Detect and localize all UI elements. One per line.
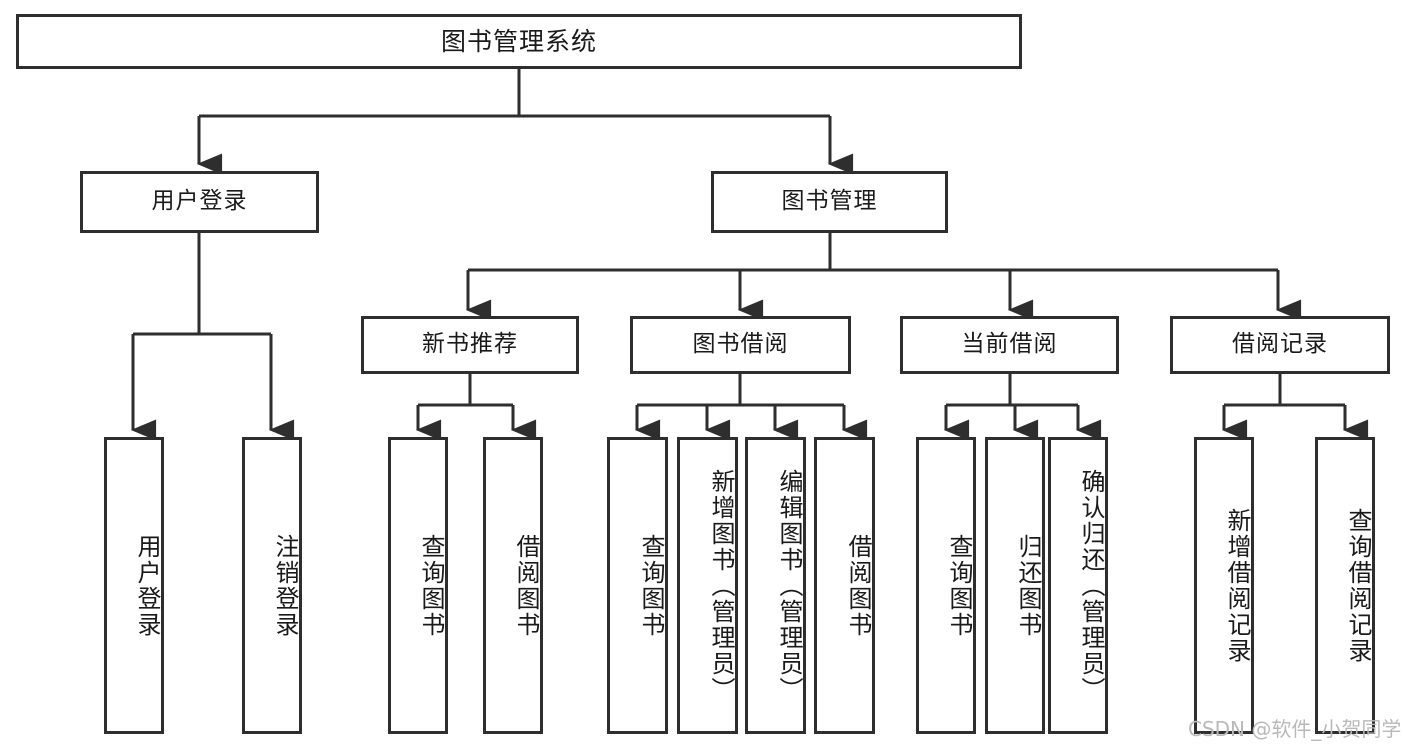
leaf-query-record[interactable]: 查询借阅记录 [1315, 437, 1375, 734]
leaf-user-login[interactable]: 用户登录 [104, 437, 164, 734]
node-label: 查询图书 [637, 533, 665, 638]
node-label: 新增借阅记录 [1223, 507, 1251, 664]
leaf-return-book[interactable]: 归还图书 [985, 437, 1045, 734]
node-borrow-record[interactable]: 借阅记录 [1170, 316, 1390, 374]
node-label: 归还图书 [1014, 533, 1042, 638]
node-label: 查询借阅记录 [1344, 507, 1372, 664]
node-label: 借阅图书 [844, 533, 872, 638]
node-user-login[interactable]: 用户登录 [80, 171, 319, 233]
node-label: 查询图书 [945, 533, 973, 638]
leaf-query-book-1[interactable]: 查询图书 [388, 437, 448, 734]
leaf-borrow-book-2[interactable]: 借阅图书 [814, 437, 875, 734]
leaf-query-book-3[interactable]: 查询图书 [916, 437, 976, 734]
node-label: 图书管理系统 [440, 26, 597, 56]
leaf-borrow-book-1[interactable]: 借阅图书 [483, 437, 543, 734]
leaf-confirm-return[interactable]: 确认归还（管理员） [1048, 437, 1108, 734]
node-label: 用户登录 [133, 533, 161, 638]
node-label: 编辑图书（管理员） [775, 468, 803, 703]
node-new-book-recommend[interactable]: 新书推荐 [361, 316, 579, 374]
node-label: 注销登录 [271, 533, 299, 638]
node-label: 新书推荐 [422, 331, 518, 358]
node-label: 确认归还（管理员） [1077, 468, 1105, 703]
node-label: 借阅图书 [512, 533, 540, 638]
node-label: 借阅记录 [1232, 331, 1328, 358]
watermark: CSDN @软件_小贺同学 [1188, 717, 1402, 741]
node-label: 新增图书（管理员） [707, 468, 735, 703]
node-label: 用户登录 [151, 188, 248, 215]
node-label: 当前借阅 [961, 331, 1058, 358]
leaf-add-book[interactable]: 新增图书（管理员） [677, 437, 738, 734]
node-label: 图书管理 [781, 188, 878, 215]
node-label: 查询图书 [417, 533, 445, 638]
leaf-query-book-2[interactable]: 查询图书 [607, 437, 668, 734]
node-root[interactable]: 图书管理系统 [16, 14, 1022, 69]
node-book-borrow[interactable]: 图书借阅 [630, 316, 851, 374]
node-current-borrow[interactable]: 当前借阅 [900, 316, 1119, 374]
leaf-edit-book[interactable]: 编辑图书（管理员） [745, 437, 806, 734]
leaf-add-record[interactable]: 新增借阅记录 [1194, 437, 1254, 734]
node-label: 图书借阅 [692, 331, 789, 358]
node-book-management[interactable]: 图书管理 [711, 171, 948, 233]
leaf-logout[interactable]: 注销登录 [242, 437, 302, 734]
